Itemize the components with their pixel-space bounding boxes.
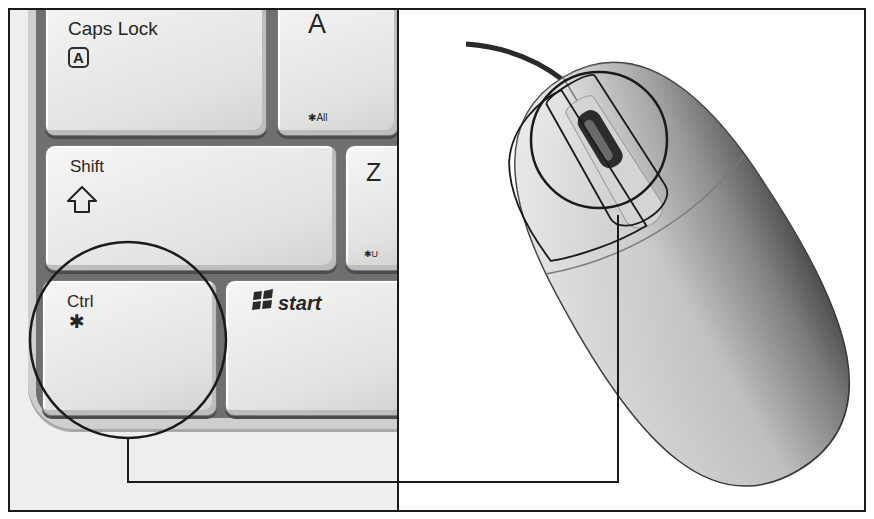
leader-line <box>128 215 618 482</box>
logo-pane <box>253 291 262 300</box>
logo-pane <box>252 301 261 310</box>
keyboard-key: Z ✱U <box>345 145 398 271</box>
keyboard-key: Caps LockA <box>45 10 267 136</box>
wheel-highlight <box>582 118 614 163</box>
keyboard-key: Shift <box>45 145 337 271</box>
highlight-circle <box>30 242 226 438</box>
key-label: ✱U <box>364 250 378 259</box>
key-label: Ctrl <box>67 293 93 310</box>
key-label: Caps Lock <box>68 19 158 38</box>
left-button-outline <box>476 88 646 278</box>
button-split <box>563 77 577 100</box>
key-label: Shift <box>70 158 104 175</box>
wheel-outline <box>540 69 675 235</box>
key-label: Z <box>366 160 381 185</box>
key-label: ✱ <box>69 312 85 331</box>
keyboard-panel: Caps LockAA✱AllShiftZ✱UCtrl✱start <box>10 10 398 510</box>
panel-divider <box>397 9 399 511</box>
key-label: start <box>278 293 321 313</box>
mouse <box>461 16 874 519</box>
highlight-circle <box>531 72 667 208</box>
mouse-cable <box>466 44 563 80</box>
windows-logo <box>252 289 273 310</box>
keyboard-key: Ctrl ✱ <box>42 280 217 416</box>
mouse-body <box>461 16 874 519</box>
keyboard-key: start <box>225 280 398 416</box>
logo-pane <box>262 300 272 309</box>
key-label: ✱All <box>308 113 328 123</box>
button-seam <box>547 155 755 291</box>
shift-arrow-symbol <box>68 187 96 212</box>
scroll-wheel <box>574 106 627 172</box>
keyboard-key: A ✱All <box>277 10 398 136</box>
logo-pane <box>263 289 273 299</box>
frame <box>9 9 865 511</box>
mouse-shading <box>461 16 874 519</box>
key-label: A <box>308 11 326 38</box>
wheel-groove <box>560 90 669 234</box>
key-icon-text: A <box>68 47 89 68</box>
